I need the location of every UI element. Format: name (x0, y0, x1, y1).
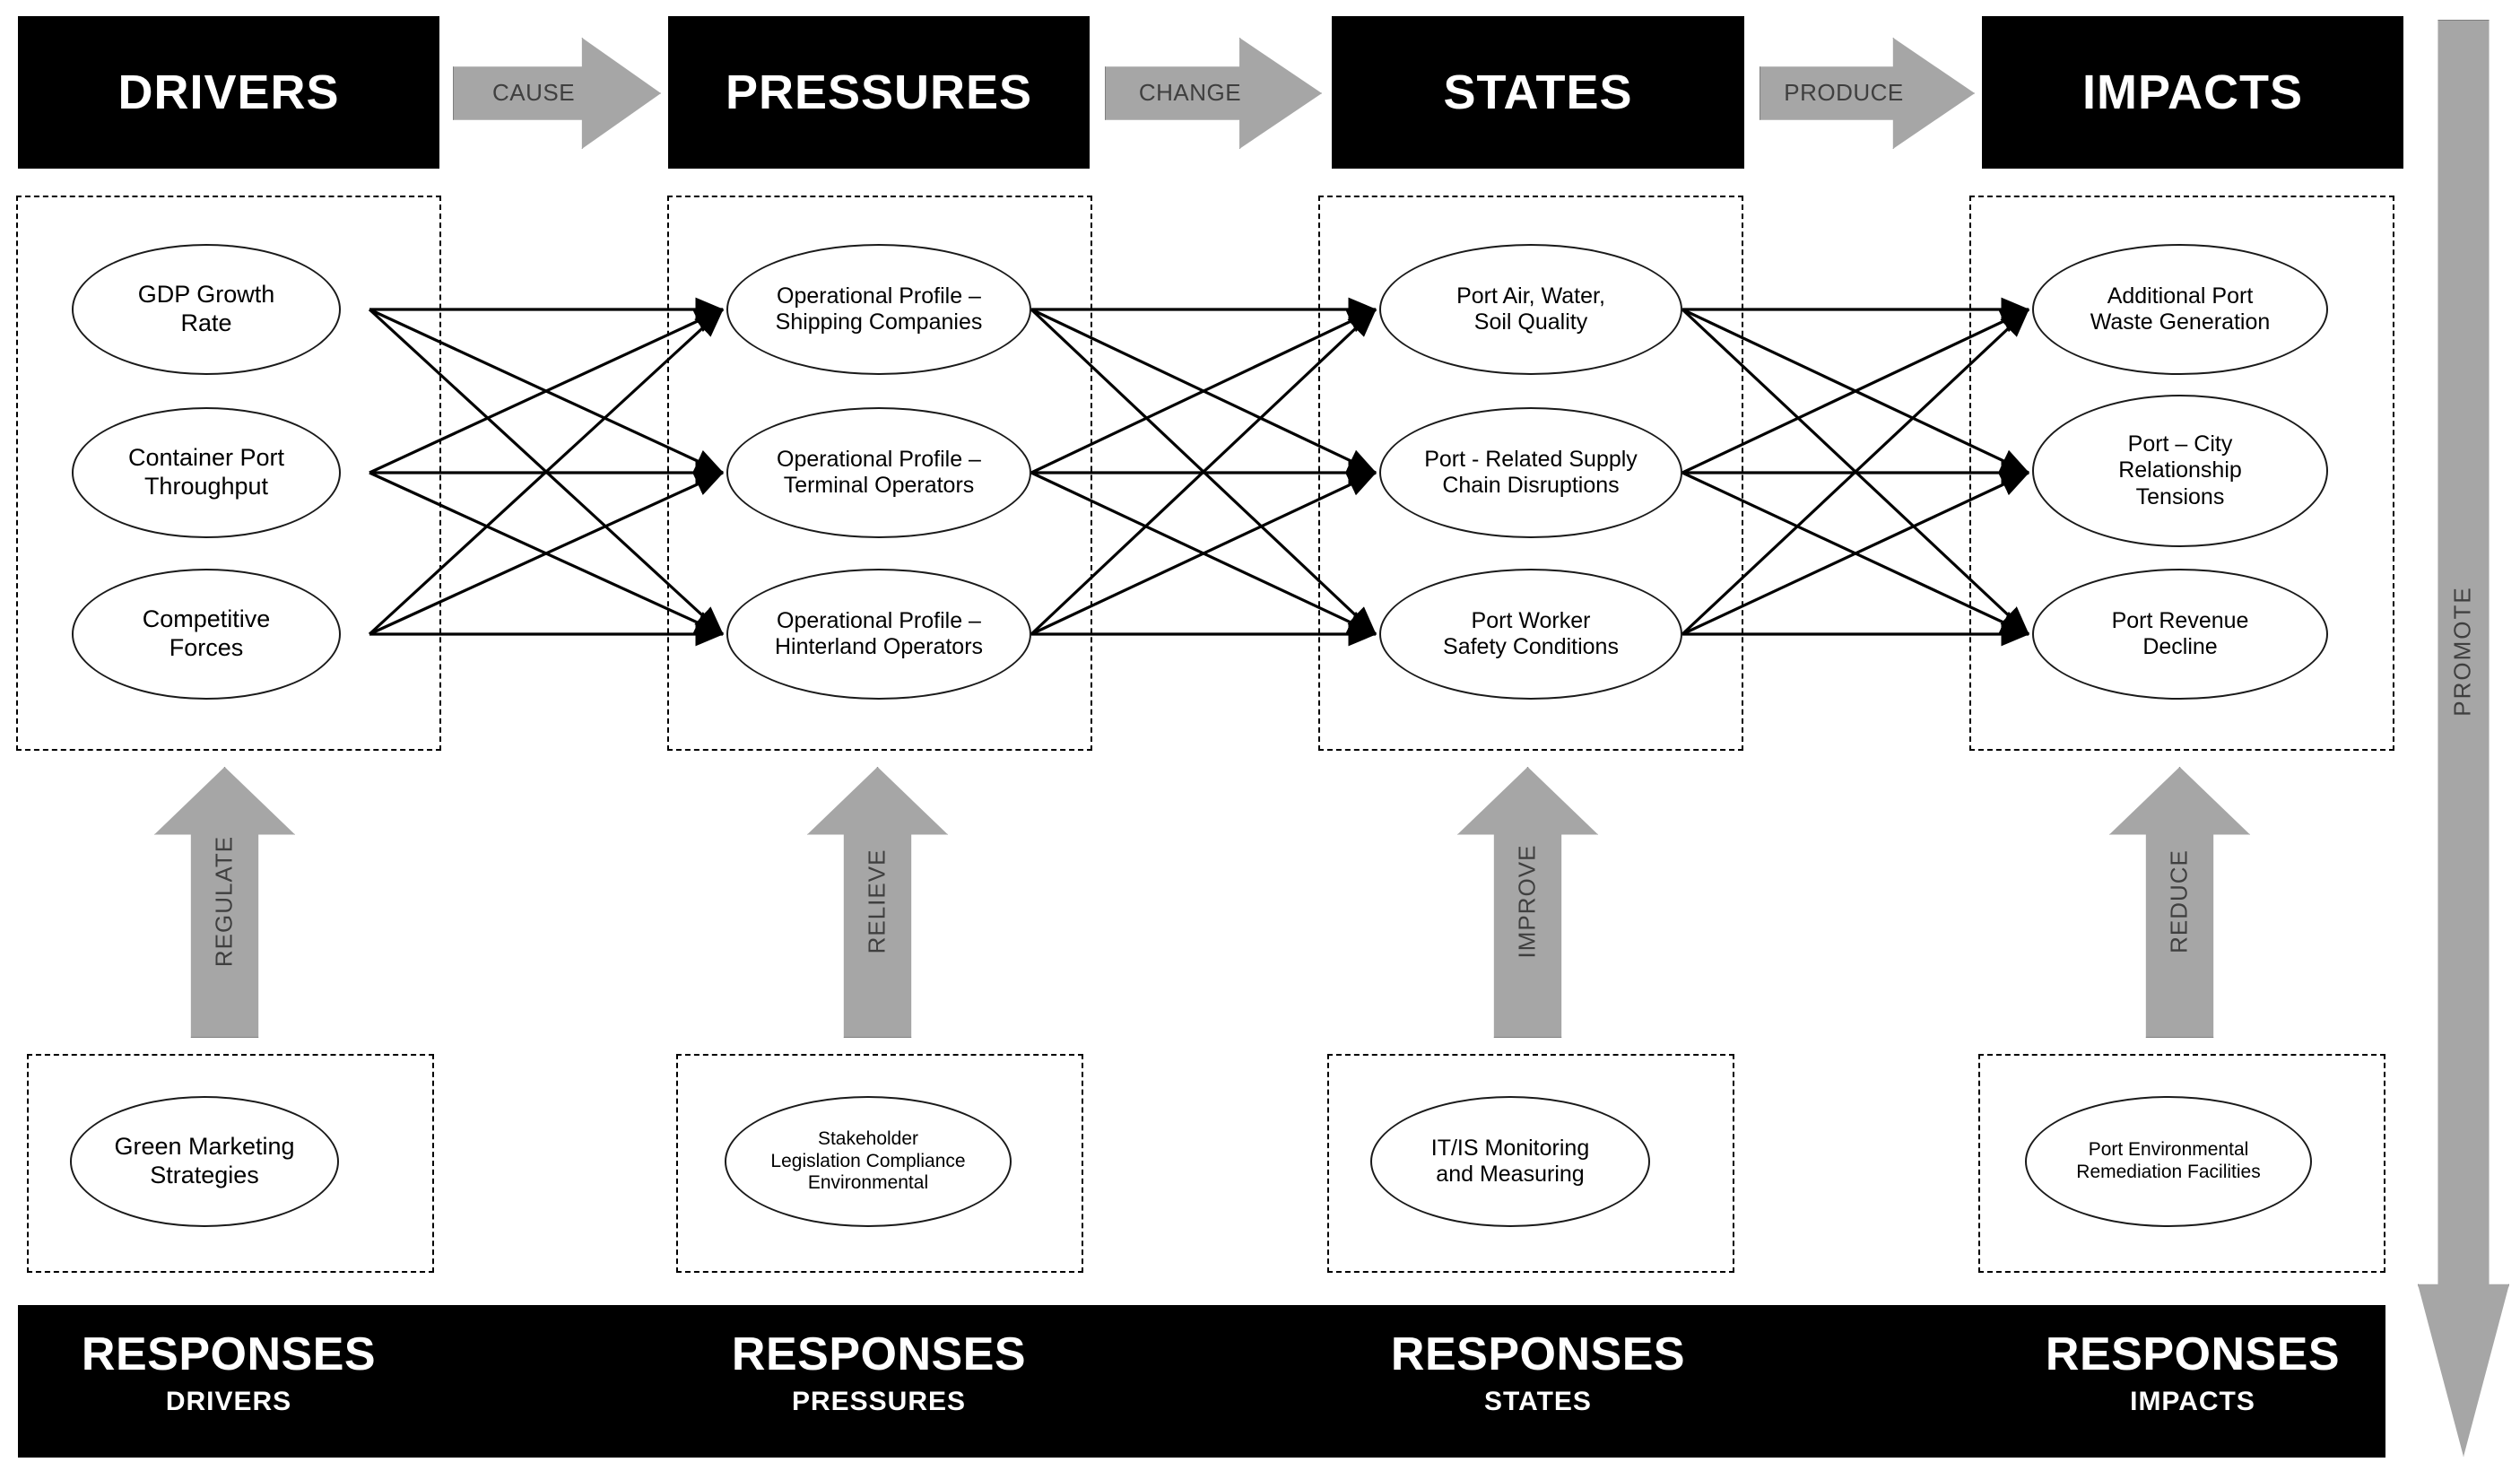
responses-subtitle: IMPACTS (2130, 1387, 2255, 1416)
node-port-city-relationship-tensions[interactable]: Port – City Relationship Tensions (2032, 395, 2328, 547)
node-stakeholder-legislation-compliance-environmental[interactable]: Stakeholder Legislation Compliance Envir… (725, 1096, 1012, 1227)
header-label-impacts: IMPACTS (2082, 65, 2303, 119)
node-gdp-growth-rate[interactable]: GDP Growth Rate (72, 244, 341, 375)
node-port-worker-safety-conditions[interactable]: Port Worker Safety Conditions (1379, 569, 1682, 700)
node-label: GDP Growth Rate (137, 281, 275, 336)
responses-banner (18, 1305, 2385, 1458)
flow-arrow-label-change: CHANGE (1138, 78, 1242, 106)
response-arrow-regulate: REGULATE (154, 767, 295, 1038)
responses-cell-drivers: RESPONSES DRIVERS (18, 1327, 439, 1417)
node-label: Green Marketing Strategies (114, 1133, 295, 1188)
node-label: Port - Related Supply Chain Disruptions (1424, 446, 1638, 499)
node-label: Operational Profile – Hinterland Operato… (774, 607, 984, 660)
node-green-marketing-strategies[interactable]: Green Marketing Strategies (70, 1096, 339, 1227)
node-label: Stakeholder Legislation Compliance Envir… (770, 1127, 966, 1194)
flow-arrow-change: CHANGE (1105, 38, 1322, 149)
node-operational-profile-hinterland-operators[interactable]: Operational Profile – Hinterland Operato… (726, 569, 1031, 700)
node-label: Container Port Throughput (127, 444, 285, 500)
node-operational-profile-shipping-companies[interactable]: Operational Profile – Shipping Companies (726, 244, 1031, 375)
responses-title: RESPONSES (2045, 1328, 2341, 1380)
header-banner-impacts: IMPACTS (1982, 16, 2403, 169)
response-container-pressures (676, 1054, 1083, 1273)
header-label-drivers: DRIVERS (117, 65, 340, 119)
node-port-air-water-soil-quality[interactable]: Port Air, Water, Soil Quality (1379, 244, 1682, 375)
node-label: Port Environmental Remediation Facilitie… (2076, 1139, 2261, 1182)
responses-subtitle: PRESSURES (791, 1387, 967, 1416)
responses-title: RESPONSES (731, 1328, 1027, 1380)
responses-cell-pressures: RESPONSES PRESSURES (668, 1327, 1090, 1417)
responses-subtitle: STATES (1484, 1387, 1592, 1416)
node-label: Operational Profile – Shipping Companies (775, 283, 983, 335)
node-label: Port Air, Water, Soil Quality (1456, 283, 1605, 335)
node-port-related-supply-chain-disruptions[interactable]: Port - Related Supply Chain Disruptions (1379, 407, 1682, 538)
edge-group-pressures-to-states (1030, 297, 1377, 647)
node-label: Port – City Relationship Tensions (2118, 431, 2242, 509)
header-banner-states: STATES (1332, 16, 1744, 169)
header-label-states: STATES (1443, 65, 1633, 119)
node-label: Additional Port Waste Generation (2090, 283, 2271, 335)
node-label: Port Revenue Decline (2111, 607, 2249, 660)
response-container-states (1327, 1054, 1734, 1273)
responses-subtitle: DRIVERS (165, 1387, 292, 1416)
node-label: Competitive Forces (142, 605, 271, 661)
response-container-impacts (1978, 1054, 2385, 1273)
node-additional-port-waste-generation[interactable]: Additional Port Waste Generation (2032, 244, 2328, 375)
response-container-drivers (27, 1054, 434, 1273)
edge-group-drivers-to-pressures (368, 297, 725, 647)
node-label: IT/IS Monitoring and Measuring (1430, 1135, 1590, 1188)
flow-arrow-label-produce: PRODUCE (1784, 78, 1904, 106)
responses-cell-states: RESPONSES STATES (1332, 1327, 1744, 1417)
edge-group-states-to-impacts (1681, 297, 2030, 647)
node-label: Operational Profile – Terminal Operators (777, 446, 981, 499)
node-competitive-forces[interactable]: Competitive Forces (72, 569, 341, 700)
flow-arrow-label-cause: CAUSE (491, 78, 576, 106)
node-port-environmental-remediation-facilities[interactable]: Port Environmental Remediation Facilitie… (2025, 1096, 2312, 1227)
header-banner-pressures: PRESSURES (668, 16, 1090, 169)
node-container-port-throughput[interactable]: Container Port Throughput (72, 407, 341, 538)
node-port-revenue-decline[interactable]: Port Revenue Decline (2032, 569, 2328, 700)
response-arrow-improve: IMPROVE (1457, 767, 1598, 1038)
response-arrow-relieve: RELIEVE (807, 767, 948, 1038)
responses-cell-impacts: RESPONSES IMPACTS (1982, 1327, 2403, 1417)
header-banner-drivers: DRIVERS (18, 16, 439, 169)
responses-title: RESPONSES (81, 1328, 377, 1380)
node-it-is-monitoring-and-measuring[interactable]: IT/IS Monitoring and Measuring (1370, 1096, 1650, 1227)
header-label-pressures: PRESSURES (725, 65, 1033, 119)
responses-title: RESPONSES (1390, 1328, 1686, 1380)
flow-arrow-produce: PRODUCE (1760, 38, 1975, 149)
node-operational-profile-terminal-operators[interactable]: Operational Profile – Terminal Operators (726, 407, 1031, 538)
flow-arrow-cause: CAUSE (453, 38, 661, 149)
node-label: Port Worker Safety Conditions (1443, 607, 1619, 660)
